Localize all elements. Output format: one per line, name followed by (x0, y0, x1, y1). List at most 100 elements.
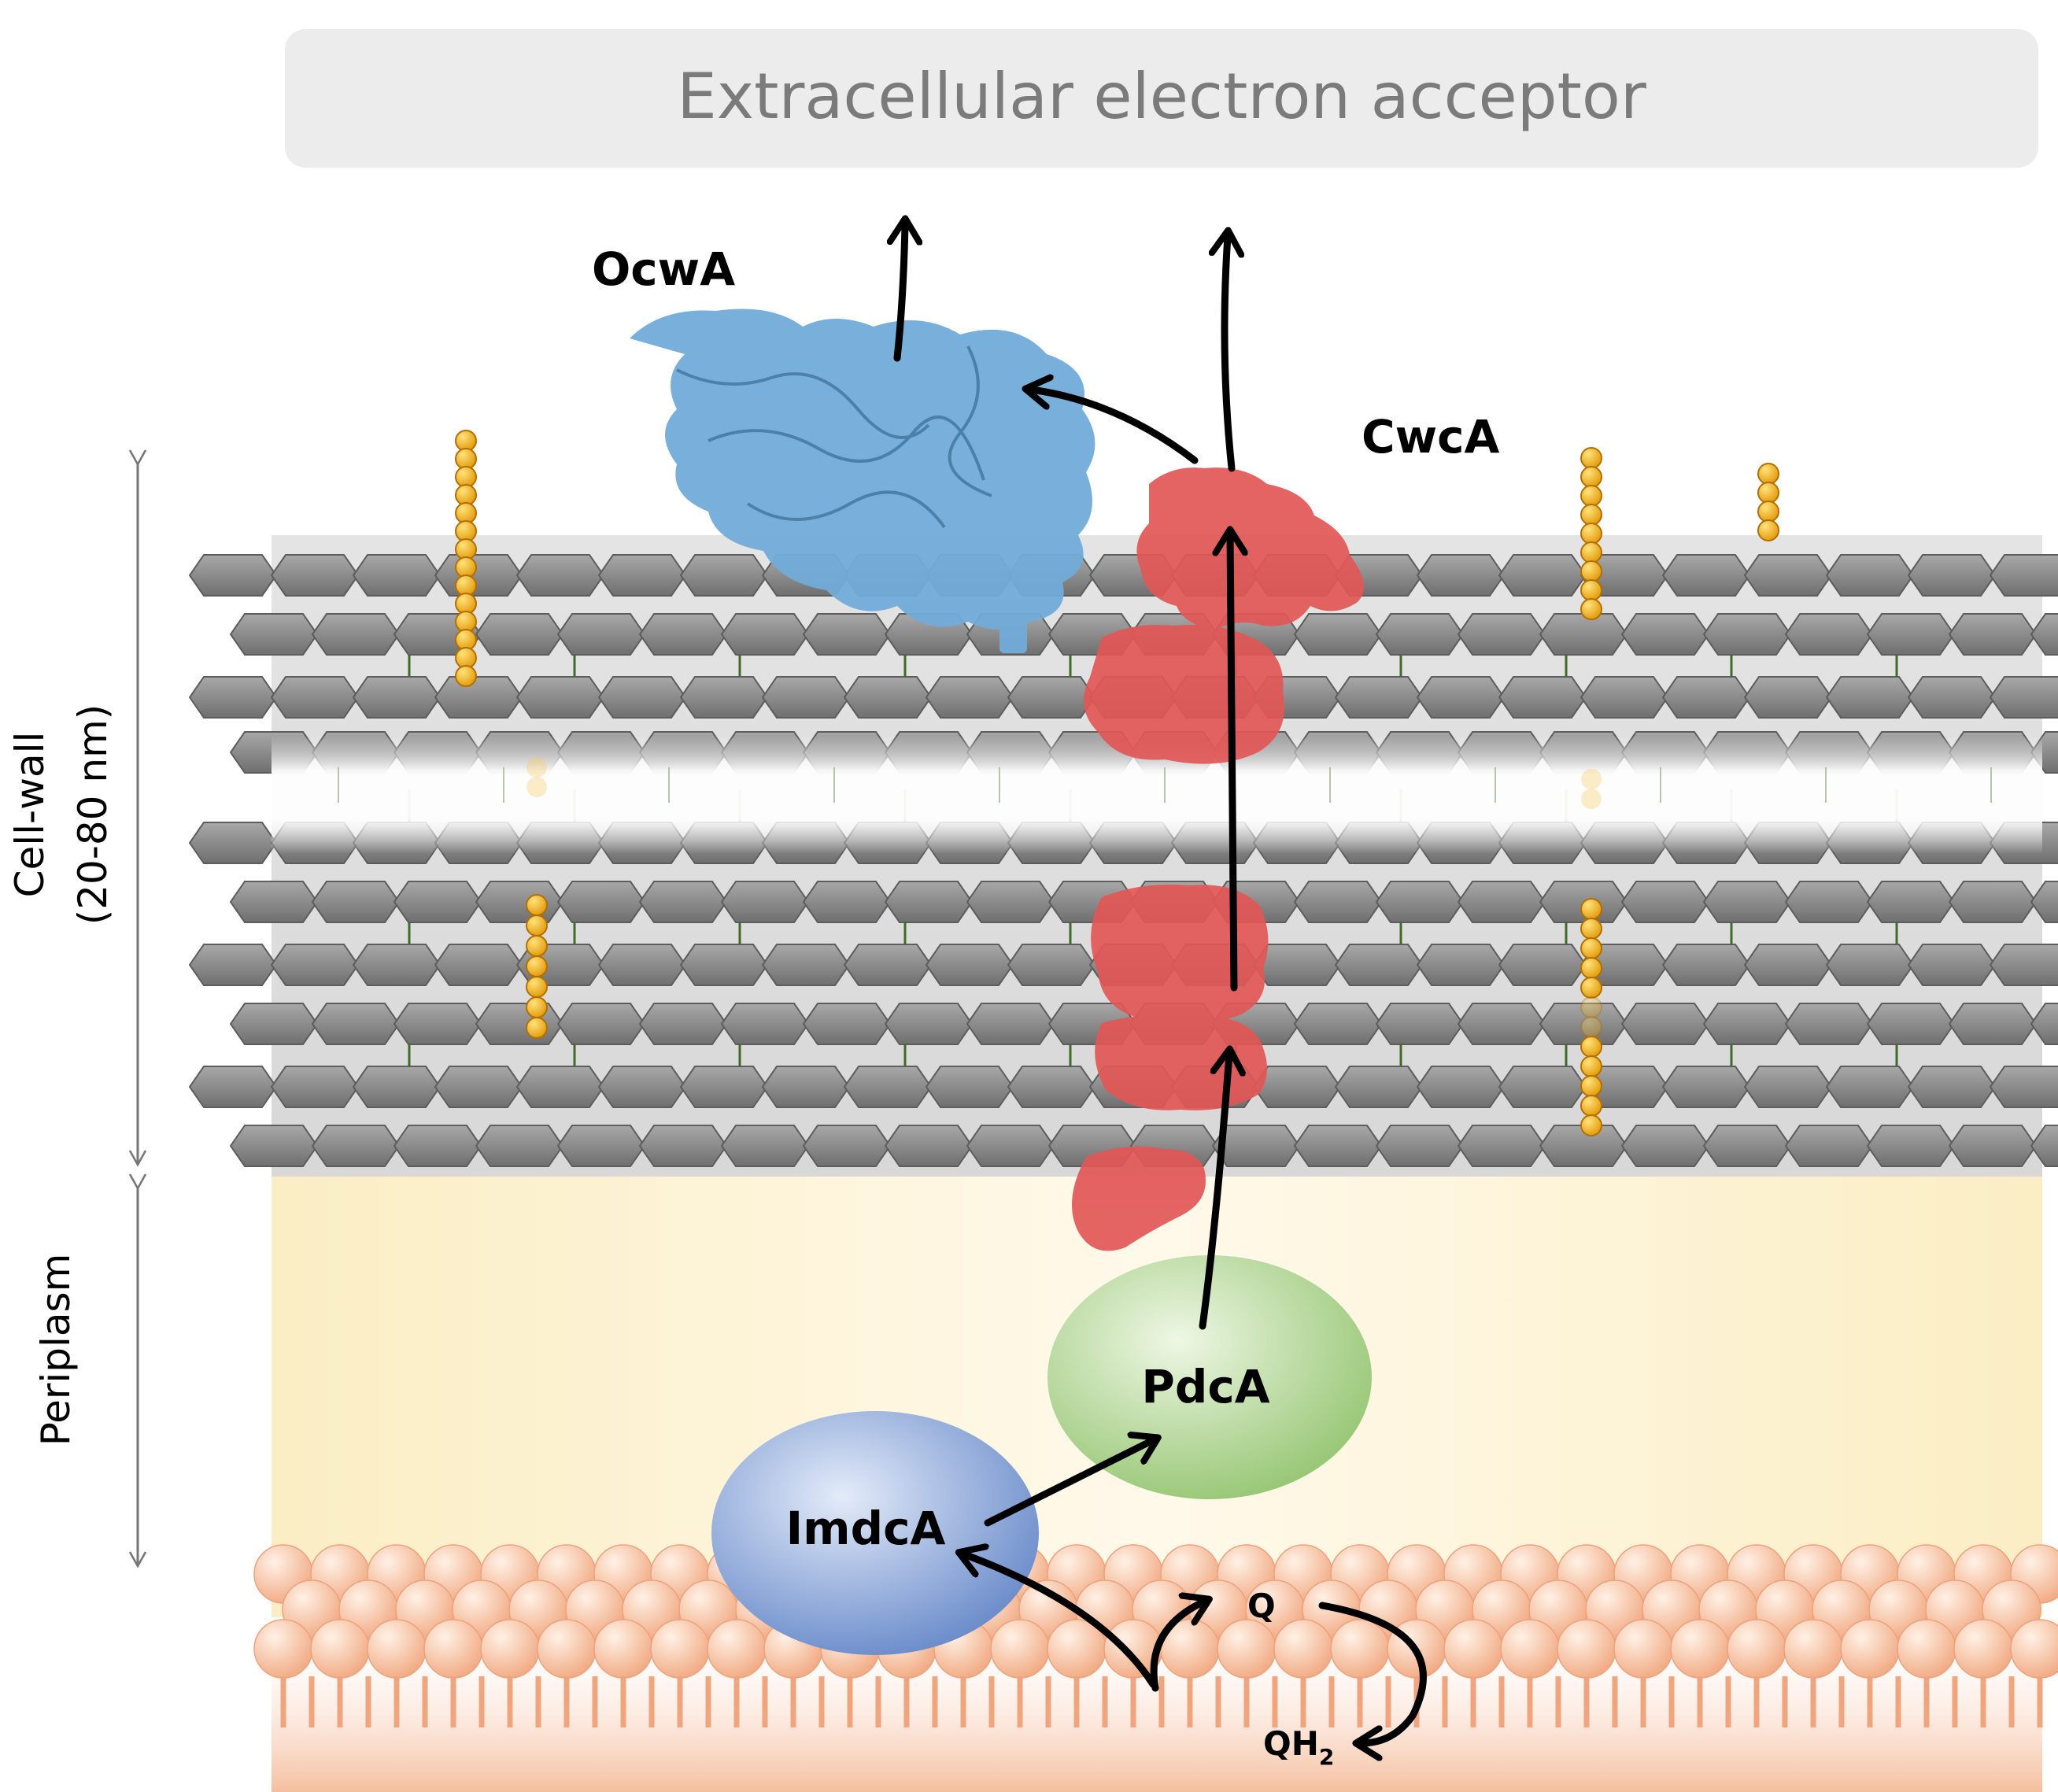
peptidoglycan-hexagon (1825, 554, 1915, 597)
peptidoglycan-hexagon (1989, 1066, 2058, 1108)
peptidoglycan-hexagon (270, 676, 360, 719)
peptidoglycan-hexagon (761, 676, 851, 719)
peptidoglycan-hexagon (1784, 1003, 1874, 1045)
teichoic-bead (1580, 1095, 1602, 1117)
ocwa-label: OcwA (592, 242, 735, 296)
peptidoglycan-hexagon (1989, 554, 2058, 597)
teichoic-bead (1580, 1114, 1602, 1136)
lipid-head (707, 1619, 767, 1679)
peptidoglycan-hexagon (311, 1003, 401, 1045)
peptidoglycan-hexagon (1743, 676, 1833, 719)
peptidoglycan-hexagon (1948, 1003, 2038, 1045)
peptidoglycan-hexagon (1866, 613, 1956, 656)
peptidoglycan-hexagon (1661, 944, 1751, 986)
arrow-cwca-to-acceptor (1225, 236, 1232, 472)
teichoic-bead (1580, 1055, 1602, 1077)
peptidoglycan-hexagon (434, 554, 523, 597)
peptidoglycan-hexagon (1702, 1003, 1792, 1045)
lipid-head (423, 1619, 483, 1679)
peptidoglycan-hexagon (720, 613, 810, 656)
teichoic-bead (1757, 501, 1779, 523)
peptidoglycan-hexagon (352, 554, 442, 597)
peptidoglycan-hexagon (1334, 944, 1424, 986)
peptidoglycan-hexagon (597, 554, 687, 597)
svg-text:QH2: QH2 (1263, 1724, 1334, 1770)
peptidoglycan-hexagon (1416, 1066, 1506, 1108)
peptidoglycan-hexagon (925, 1066, 1014, 1108)
peptidoglycan-hexagon (884, 881, 974, 923)
cell-wall-dimension: Cell-wall (20-80 nm) (7, 449, 147, 1167)
arrow-ocwa-to-acceptor (897, 224, 905, 362)
peptidoglycan-hexagon (1661, 1066, 1751, 1108)
peptidoglycan-hexagon (393, 1003, 482, 1045)
peptidoglycan-hexagon (1007, 676, 1096, 719)
lipid-head (1443, 1619, 1503, 1679)
peptidoglycan-hexagon (434, 676, 523, 719)
teichoic-bead (526, 894, 548, 916)
lipid-head (367, 1619, 427, 1679)
teichoic-bead (1757, 482, 1779, 504)
lipid-head (1273, 1619, 1333, 1679)
arrow-pdca-to-cwca (1199, 1055, 1229, 1330)
quinol-text: QH (1263, 1724, 1319, 1763)
peptidoglycan-hexagon (761, 944, 851, 986)
peptidoglycan-hexagon (1539, 613, 1628, 656)
imdca-protein: ImdcA (711, 1411, 1039, 1655)
peptidoglycan-hexagon (311, 613, 401, 656)
electron-flow-arrows (897, 224, 1427, 1743)
peptidoglycan-hexagon (188, 944, 278, 986)
peptidoglycan-hexagon (1989, 676, 2058, 719)
peptidoglycan-hexagon (1784, 1125, 1874, 1167)
peptidoglycan-hexagon (1702, 881, 1792, 923)
peptidoglycan-hexagon (597, 676, 687, 719)
peptidoglycan-hexagon (1907, 676, 1997, 719)
peptidoglycan-hexagon (1457, 1003, 1546, 1045)
peptidoglycan-hexagon (515, 676, 605, 719)
lipid-head (1217, 1619, 1277, 1679)
arrow-quinone-to-imdca (964, 1554, 1157, 1688)
peptidoglycan-hexagon (1457, 881, 1546, 923)
peptidoglycan-hexagon (802, 613, 892, 656)
peptidoglycan-hexagon (2030, 881, 2058, 923)
peptidoglycan-hexagon (1498, 554, 1587, 597)
teichoic-bead (1580, 466, 1602, 488)
peptidoglycan-hexagon (270, 1066, 360, 1108)
arrow-cwca-to-ocwa (1031, 390, 1199, 464)
teichoic-bead (1757, 463, 1779, 485)
peptidoglycan-hexagon (1743, 1066, 1833, 1108)
peptidoglycan-hexagon (393, 1125, 482, 1167)
peptidoglycan-hexagon (1784, 881, 1874, 923)
lipid-head (1613, 1619, 1673, 1679)
peptidoglycan-hexagon (1620, 613, 1710, 656)
peptidoglycan-hexagon (1498, 676, 1587, 719)
peptidoglycan-hexagon (188, 1066, 278, 1108)
peptidoglycan-hexagon (556, 1125, 646, 1167)
peptidoglycan-hexagon (597, 1066, 687, 1108)
lipid-head (253, 1619, 313, 1679)
lipid-head (1727, 1619, 1786, 1679)
quinone-label: Q (1247, 1587, 1276, 1625)
peptidoglycan-hexagon (393, 881, 482, 923)
teichoic-bead (1581, 789, 1602, 809)
teichoic-acid-chains (455, 430, 1779, 1136)
peptidoglycan-hexagon (1375, 881, 1465, 923)
peptidoglycan-hexagon (720, 1125, 810, 1167)
peptidoglycan-hexagon (352, 944, 442, 986)
peptidoglycan-hexagon (434, 944, 523, 986)
cell-wall-label: Cell-wall (7, 732, 53, 898)
quinol-label: QH2 (1263, 1724, 1334, 1770)
peptidoglycan-hexagon (229, 881, 319, 923)
peptidoglycan-hexagon (229, 1125, 319, 1167)
teichoic-bead (526, 914, 548, 937)
teichoic-bead (1580, 1036, 1602, 1058)
pdca-label: PdcA (1141, 1360, 1269, 1413)
peptidoglycan-hexagon (1825, 1066, 1915, 1108)
teichoic-bead (1580, 1016, 1602, 1038)
quinol-subscript: 2 (1319, 1744, 1334, 1770)
lipid-head (593, 1619, 653, 1679)
teichoic-bead (455, 665, 477, 687)
peptidoglycan-hexagon (1498, 944, 1587, 986)
teichoic-bead (526, 935, 548, 957)
lipid-head (1953, 1619, 2013, 1679)
peptidoglycan-hexagon (352, 676, 442, 719)
